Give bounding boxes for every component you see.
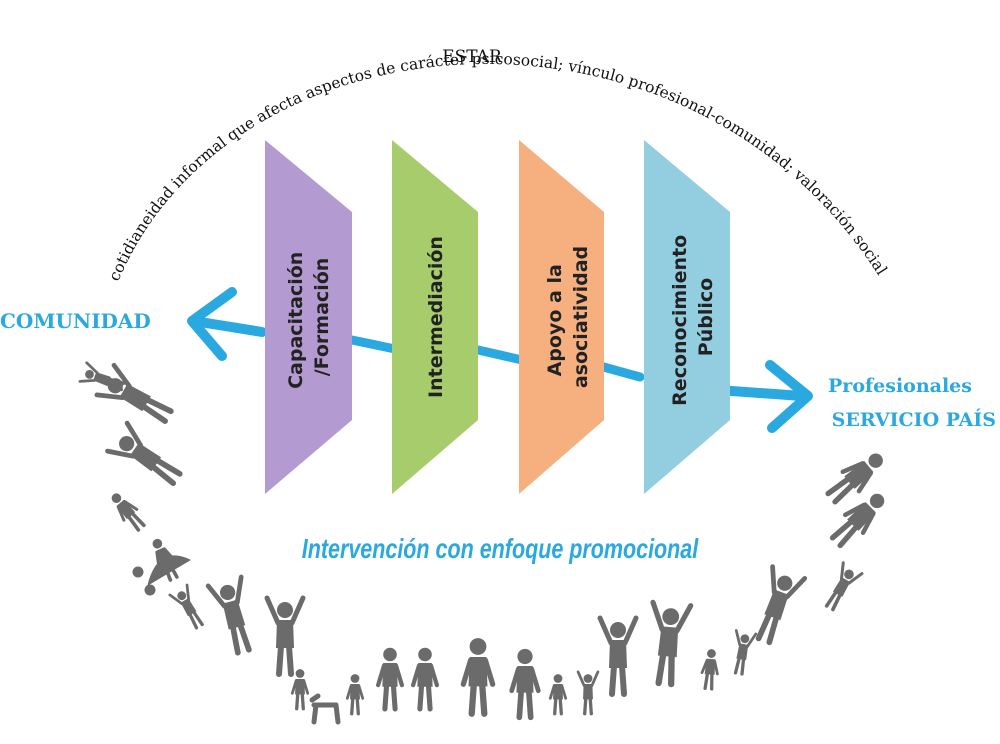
left-arrow xyxy=(187,287,267,361)
person-icon xyxy=(755,564,808,646)
person-icon xyxy=(700,649,719,691)
person-icon xyxy=(576,670,600,716)
person-icon xyxy=(825,453,883,505)
people-figures xyxy=(78,361,885,725)
person-icon xyxy=(460,638,496,717)
svg-text:Capacitación /Formación: Capacitación /Formación xyxy=(285,245,333,389)
person-icon xyxy=(290,669,310,711)
connector-3 xyxy=(595,361,645,382)
promocional-label: Intervención con enfoque promocional xyxy=(302,533,699,564)
panel-3-line2: asociatividad xyxy=(570,246,592,388)
person-icon xyxy=(650,599,694,688)
ball-icon xyxy=(144,584,156,596)
person-icon xyxy=(94,362,174,424)
panel-4-line2: Público xyxy=(695,278,717,356)
panel-capacitacion: Capacitación /Formación xyxy=(265,140,352,494)
panel-3-line1: Apoyo a la xyxy=(544,264,566,376)
person-icon xyxy=(345,674,365,716)
arc-caption: cotidianeidad informal que afecta aspect… xyxy=(105,50,890,284)
person-icon xyxy=(410,647,440,712)
right-arrow xyxy=(713,360,813,433)
connector-2 xyxy=(473,345,527,365)
person-icon xyxy=(509,648,541,721)
person-icon xyxy=(375,647,405,712)
person-icon xyxy=(548,674,568,716)
panel-1-line2: /Formación xyxy=(311,258,333,377)
umbrella-icon xyxy=(147,555,191,586)
arc-caption-path: cotidianeidad informal que afecta aspect… xyxy=(105,50,890,284)
dog-icon xyxy=(309,693,341,725)
person-icon xyxy=(168,583,204,630)
panel-2-line1: Intermediación xyxy=(425,236,447,398)
person-icon xyxy=(733,629,758,676)
connector-lines xyxy=(347,335,645,382)
panel-apoyo: Apoyo a la asociatividad xyxy=(519,140,604,494)
servicio-pais-label: SERVICIO PAÍS xyxy=(832,408,996,431)
connector-1 xyxy=(347,335,400,354)
person-icon xyxy=(824,561,864,612)
panel-1-line1: Capacitación xyxy=(285,252,307,389)
person-icon xyxy=(264,595,306,677)
person-icon xyxy=(205,574,252,656)
panel-reconocimiento: Reconocimiento Público xyxy=(644,140,730,494)
person-icon xyxy=(597,615,639,697)
panel-4-line1: Reconocimiento xyxy=(669,235,691,406)
svg-text:Intermediación: Intermediación xyxy=(425,236,447,398)
svg-text:Apoyo a la asociatividad: Apoyo a la asociatividad xyxy=(544,246,592,388)
person-icon xyxy=(105,420,183,487)
person-icon xyxy=(829,493,885,549)
person-icon xyxy=(111,493,146,532)
comunidad-label: COMUNIDAD xyxy=(0,309,151,333)
estar-label: ESTAR xyxy=(442,47,503,67)
panel-intermediacion: Intermediación xyxy=(392,140,478,494)
ball-icon xyxy=(132,566,144,578)
profesionales-label: Profesionales xyxy=(828,375,972,397)
svg-text:Reconocimiento Público: Reconocimiento Público xyxy=(669,228,717,406)
